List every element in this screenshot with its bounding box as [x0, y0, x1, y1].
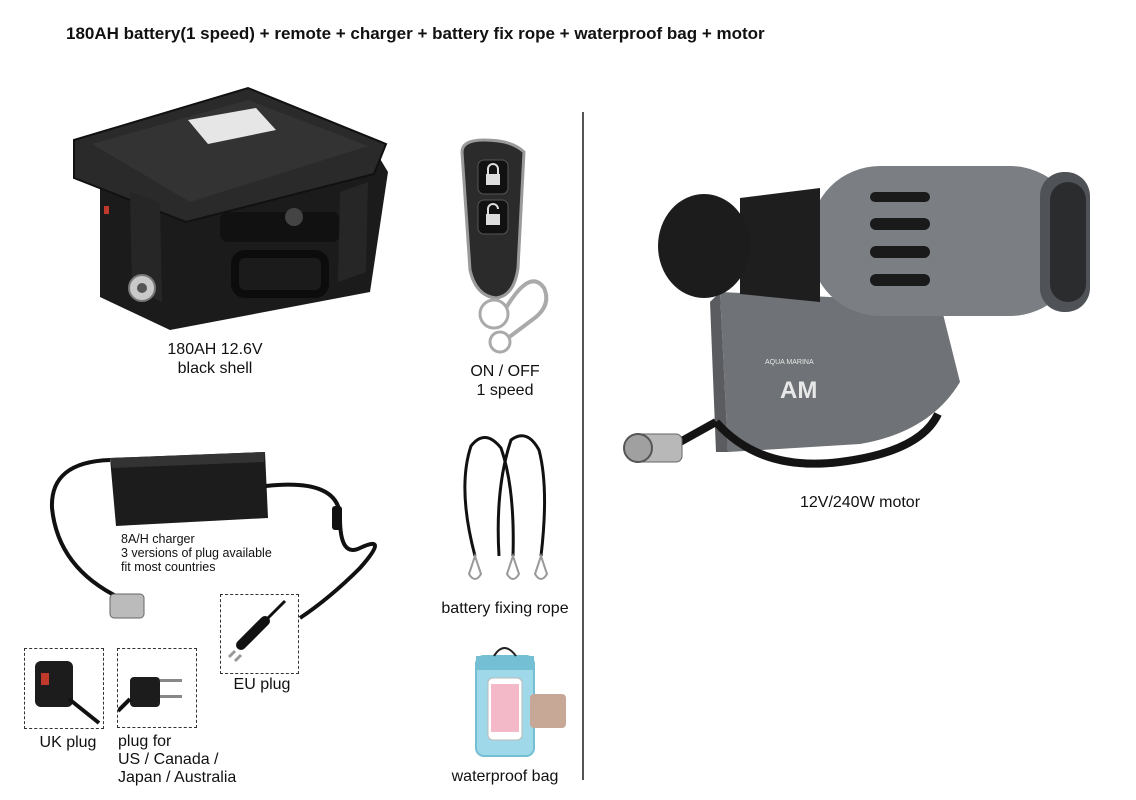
charger-caption-line1: 8A/H charger [121, 532, 195, 546]
us-plug-caption-line1: plug for [118, 733, 172, 750]
page-title: 180AH battery(1 speed) + remote + charge… [66, 24, 765, 43]
waterproof-bag-image [474, 640, 570, 760]
us-plug-caption-line3: Japan / Australia [118, 769, 237, 786]
vertical-divider [582, 112, 584, 780]
bag-caption: waterproof bag [451, 768, 559, 785]
battery-caption: 180AH 12.6V black shell [140, 340, 290, 378]
rope-caption: battery fixing rope [441, 600, 569, 617]
remote-caption-line2: 1 speed [476, 382, 534, 399]
unlock-icon [486, 203, 500, 225]
charger-caption-line3: fit most countries [121, 560, 216, 574]
battery-case-image [70, 82, 392, 332]
charger-caption: 8A/H charger 3 versions of plug availabl… [121, 532, 311, 574]
eu-plug-box [220, 594, 299, 674]
charger-image [40, 448, 390, 638]
motor-caption: 12V/240W motor [799, 494, 921, 511]
lock-icon [486, 163, 500, 185]
eu-plug-caption: EU plug [233, 676, 291, 693]
remote-caption-line1: ON / OFF [470, 363, 540, 380]
us-plug-caption: plug for US / Canada / Japan / Australia [118, 733, 278, 787]
motor-logo: AM [780, 377, 817, 404]
battery-caption-line2: black shell [177, 360, 253, 377]
uk-plug-box [24, 648, 104, 729]
us-plug-box [117, 648, 197, 728]
charger-caption-line2: 3 versions of plug available [121, 546, 272, 560]
uk-plug-caption: UK plug [39, 734, 97, 751]
remote-caption: ON / OFF 1 speed [442, 362, 568, 400]
us-plug-caption-line2: US / Canada / [118, 751, 219, 768]
battery-caption-line1: 180AH 12.6V [167, 341, 263, 358]
motor-brand-text: AQUA MARINA [765, 359, 814, 366]
battery-rope-image [455, 428, 555, 590]
remote-control-image [448, 138, 560, 358]
motor-image: AM AQUA MARINA [620, 152, 1096, 478]
